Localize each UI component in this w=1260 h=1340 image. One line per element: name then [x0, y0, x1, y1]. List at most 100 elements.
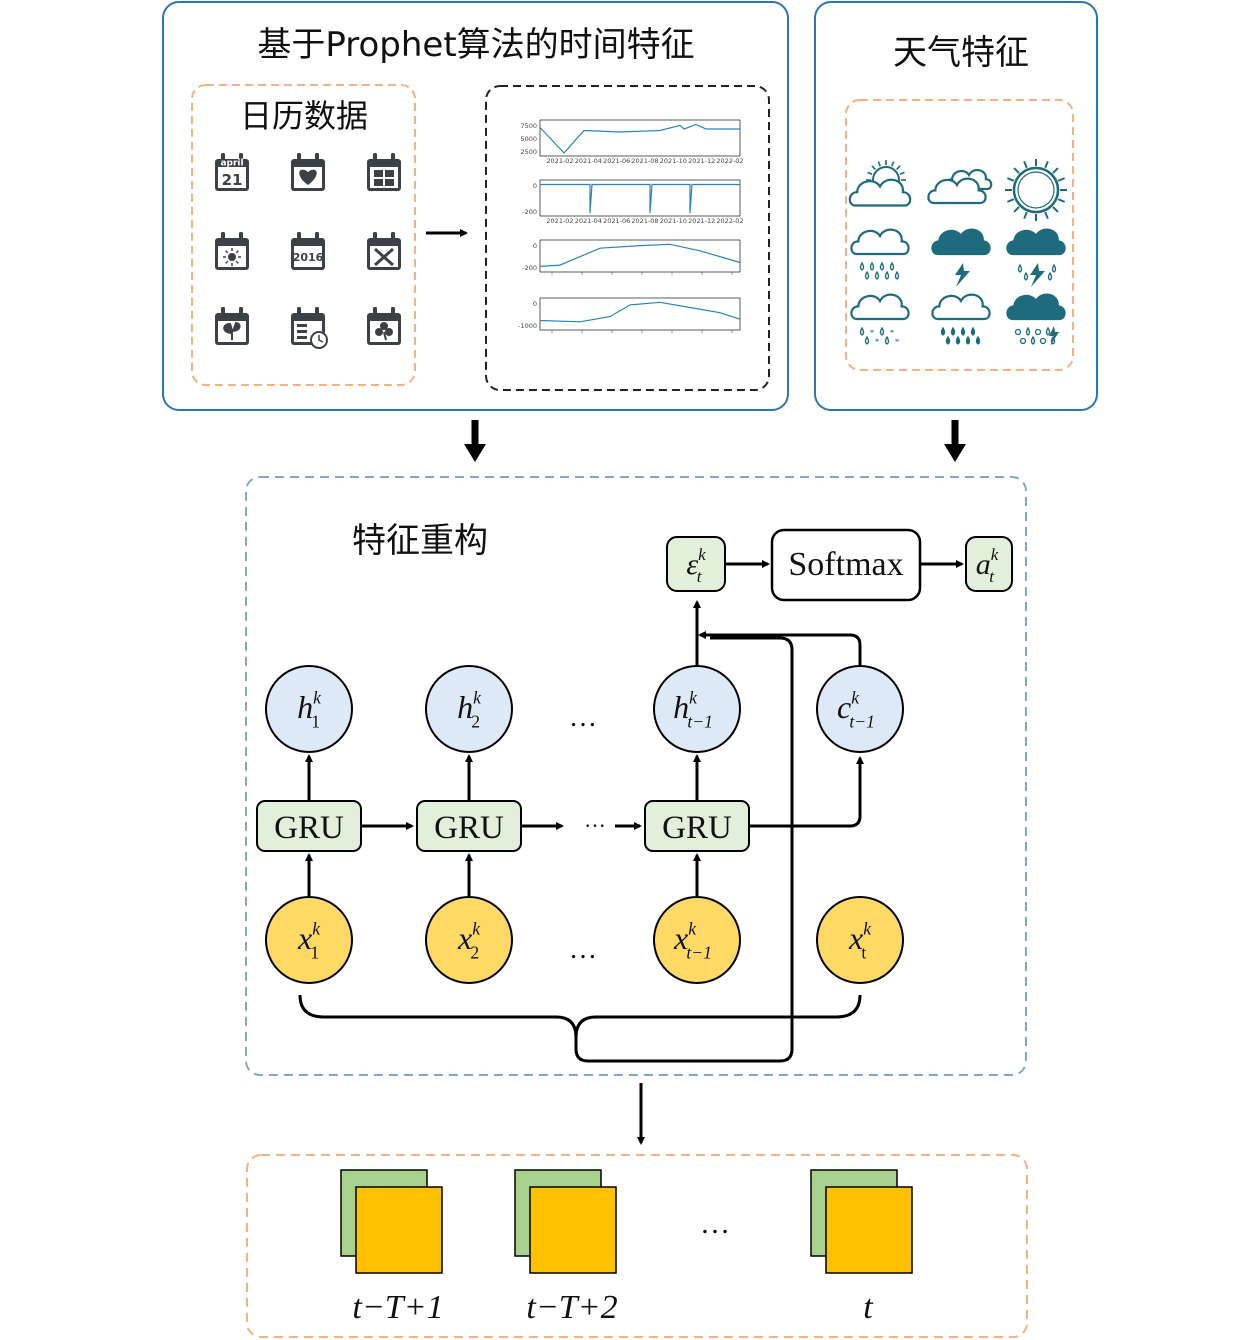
calendar-year-icon: 2016 [291, 232, 325, 270]
calendar-tools-icon [367, 232, 401, 270]
mini-chart-xtick: 2021-02 [546, 217, 573, 225]
output-feature-maps: t−T+1 t−T+2 t [340, 1169, 913, 1326]
calendar-clock-icon [291, 307, 328, 349]
svg-text:*: * [870, 328, 875, 338]
svg-text:hkt−1: hkt−1 [673, 688, 713, 732]
input-ellipsis: … [569, 934, 597, 965]
prophet-panel-title: 基于Prophet算法的时间特征 [257, 25, 694, 65]
gru-cell: GRU [256, 800, 362, 852]
svg-text:ckt−1: ckt−1 [837, 688, 875, 732]
output-time-label: t [863, 1289, 874, 1326]
calendar-sun-icon [215, 232, 249, 270]
mini-chart-xtick: 2021-08 [631, 157, 658, 165]
calendar-clover-icon [367, 307, 401, 345]
svg-text:akt: akt [976, 545, 999, 586]
light-rain-icon [850, 228, 910, 280]
mini-chart-ytick: 0 [533, 182, 537, 190]
cloudy-icon [927, 168, 993, 205]
mini-chart-xtick: 2021-06 [603, 217, 630, 225]
softmax-box: Softmax [770, 528, 922, 602]
sleet-icon [931, 293, 991, 345]
mini-chart-line [539, 301, 741, 323]
mini-chart-line [540, 183, 740, 214]
thunderstorm-icon [931, 228, 991, 287]
output-feature-map: t−T+1 [340, 1169, 444, 1326]
output-ellipsis: … [700, 1207, 730, 1240]
gru-cell: GRU [644, 800, 750, 852]
mini-chart-line [539, 123, 740, 154]
gru-label: GRU [662, 810, 732, 846]
output-time-label: t−T+2 [526, 1289, 617, 1326]
mini-chart-ytick: 0 [533, 300, 537, 308]
gru-cell: GRU [416, 800, 522, 852]
output-time-label: t−T+1 [352, 1289, 443, 1326]
svg-text:xk1: xk1 [297, 919, 321, 963]
mini-chart-xtick: 2021-04 [575, 157, 602, 165]
output-sequence-box: t−T+1 t−T+2 t … [246, 1154, 1028, 1338]
calendar-data-title: 日历数据 [240, 97, 368, 135]
mini-chart-ytick: 5000 [520, 135, 537, 143]
mini-chart-3: 0 -200 [522, 239, 741, 275]
panel-down-arrows [464, 420, 966, 462]
calendar-grid-icon [367, 153, 401, 191]
calendar-data-box: 日历数据 april 21 2016 [191, 84, 416, 386]
mini-chart-xtick: 2021-10 [660, 157, 687, 165]
svg-text:*: * [890, 328, 895, 338]
sunny-icon [1005, 159, 1067, 221]
mini-chart-xtick: 2021-08 [631, 217, 658, 225]
mini-chart-xtick: 2021-02 [546, 157, 573, 165]
mini-chart-xtick: 2021-04 [575, 217, 602, 225]
gru-dashes: ··· [584, 813, 606, 838]
svg-text:εkt: εkt [686, 545, 706, 586]
mini-chart-ytick: -200 [522, 264, 537, 272]
svg-text:xkt−1: xkt−1 [673, 919, 712, 963]
gru-label: GRU [274, 810, 344, 846]
calendar-leaf-icon [215, 307, 249, 345]
mini-chart-xtick: 2021-12 [688, 157, 715, 165]
heavy-thunderstorm-icon [1006, 228, 1066, 287]
calendar-month-text: april [220, 159, 243, 169]
mini-chart-ytick: -1000 [518, 322, 537, 330]
calendar-april-21-icon: april 21 [215, 153, 249, 191]
mini-chart-line [539, 243, 741, 267]
softmax-label: Softmax [788, 546, 903, 583]
gru-label: GRU [434, 810, 504, 846]
partly-cloudy-icon [848, 160, 912, 207]
mini-chart-xtick: 2021-06 [603, 157, 630, 165]
weather-panel-title: 天气特征 [893, 33, 1029, 73]
mini-chart-xtick: 2021-10 [660, 217, 687, 225]
mini-chart-ytick: 0 [533, 242, 537, 250]
svg-text:hk2: hk2 [457, 688, 482, 732]
calendar-day-text: 21 [222, 171, 243, 189]
svg-text:*: * [895, 337, 900, 347]
mini-chart-ytick: -200 [522, 208, 537, 216]
snow-icon: **** [850, 293, 910, 347]
mini-chart-ytick: 2500 [520, 148, 537, 156]
output-feature-map: t−T+2 [514, 1169, 618, 1326]
output-feature-map: t [810, 1169, 913, 1326]
svg-text:xkt: xkt [848, 919, 872, 963]
calendar-heart-icon [291, 153, 325, 191]
weather-panel: 天气特征 **** [814, 1, 1098, 411]
mini-chart-4: 0 -1000 [518, 297, 741, 333]
calendar-year-text: 2016 [293, 251, 324, 264]
connector-lines [298, 600, 864, 1063]
mini-chart-xtick: 2022-02 [716, 217, 743, 225]
hail-storm-icon [1006, 293, 1066, 346]
